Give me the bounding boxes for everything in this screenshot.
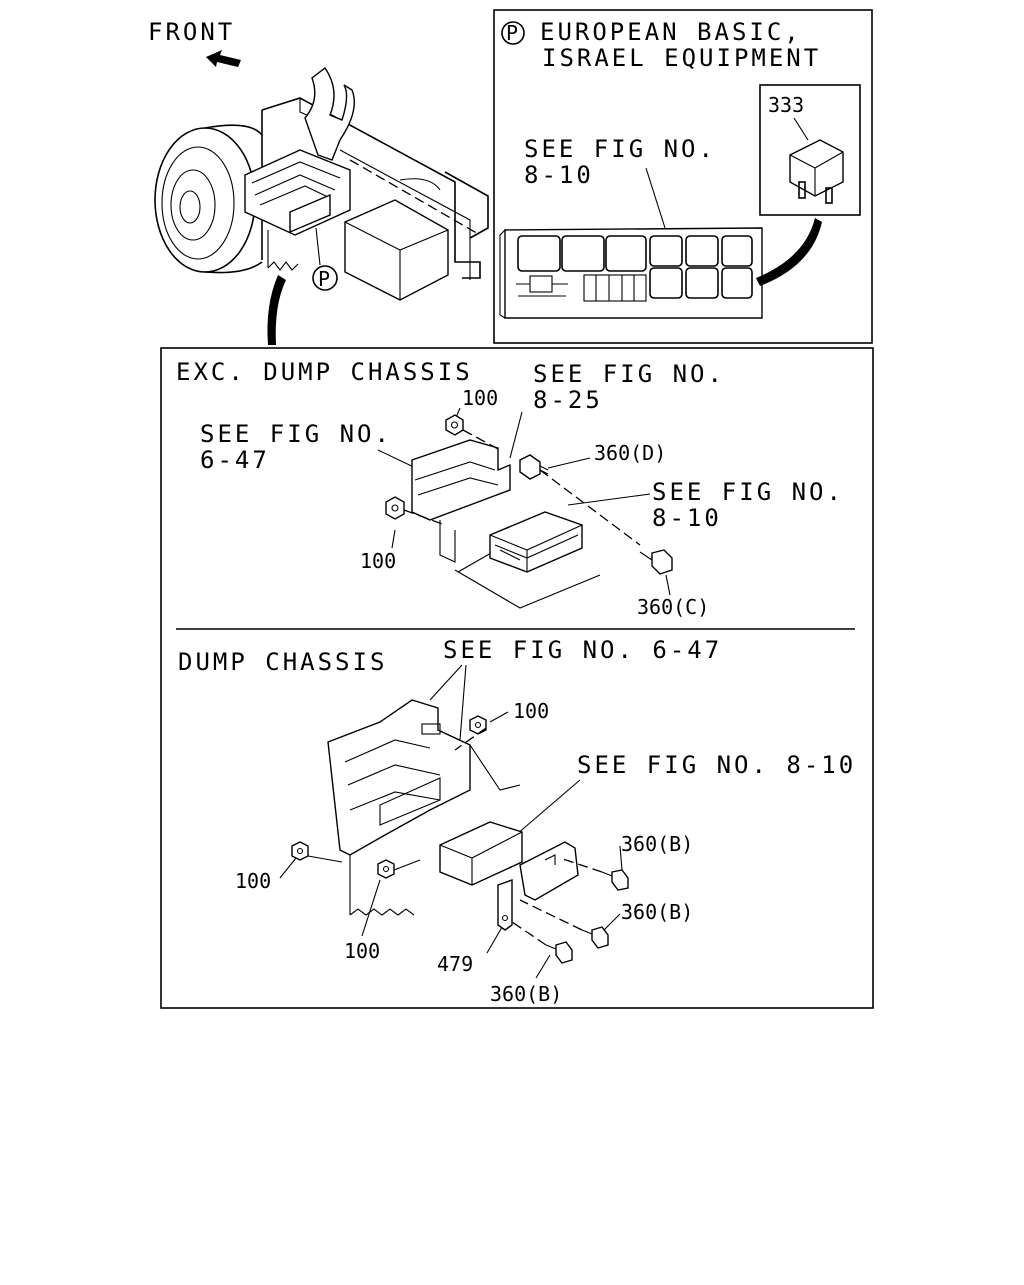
dump-chassis-section: DUMP CHASSIS SEE FIG NO. 6-47 SEE FIG NO… [178,636,856,1006]
relay-icon [789,139,844,204]
bolt-360b-1-label: 360(B) [621,832,693,856]
see-fig-810-exc-line1: SEE FIG NO. [652,478,844,506]
callout-p-letter: P [318,267,330,291]
exc-dump-chassis-section: EXC. DUMP CHASSIS SEE FIG NO. 8-25 SEE F… [176,358,844,619]
nut-100-top-label: 100 [462,386,498,410]
front-label: FRONT [148,18,235,46]
exc-dump-title: EXC. DUMP CHASSIS [176,358,473,386]
dump-side-bracket [519,841,579,901]
relay-333-box [759,84,861,216]
dump-nut-100-top-label: 100 [513,699,549,723]
dump-nut-top-icon [469,715,487,735]
p-marker [501,21,525,45]
callout-p-marker [312,265,338,291]
see-fig-825-line1: SEE FIG NO. [533,360,725,388]
bolt-360b-2-icon [581,926,609,949]
nut-100-left-icon [385,496,405,520]
relay-part-number: 333 [768,93,804,117]
bolt-360c-icon [639,549,673,575]
european-title-line1: EUROPEAN BASIC, [540,18,802,46]
bracket-479-icon [497,879,513,931]
european-title-line2: ISRAEL EQUIPMENT [542,44,821,72]
overview-illustration: FRONT [148,18,489,345]
see-fig-810-exc-line2: 8-10 [652,504,722,532]
exc-relay-box [489,511,583,573]
european-equipment-box: P EUROPEAN BASIC, ISRAEL EQUIPMENT SEE F… [493,9,873,344]
bolt-360c-label: 360(C) [637,595,709,619]
see-fig-810-line1: SEE FIG NO. [524,135,716,163]
bolt-360d-label: 360(D) [594,441,666,465]
dump-nut-bottom-icon [377,859,395,879]
dump-mounting-frame [327,699,521,916]
dump-nut-left-icon [291,841,309,861]
leader-relay-to-panel [756,218,822,286]
leader-to-lower-box [267,275,286,345]
lower-box-frame [160,347,874,1009]
relay-block-panel [499,227,763,319]
bolt-360d-icon [519,454,549,480]
see-fig-647-line2: 6-47 [200,446,270,474]
see-fig-810-dump: SEE FIG NO. 8-10 [577,751,856,779]
nut-100-left-label: 100 [360,549,396,573]
relay-box-in-vehicle [244,149,351,271]
dump-relay-box [439,821,523,886]
front-arrow-icon [206,50,241,67]
dump-title: DUMP CHASSIS [178,648,387,676]
dump-nut-100-bottom-label: 100 [344,939,380,963]
battery-drawing [344,199,449,301]
bolt-360b-2-label: 360(B) [621,900,693,924]
see-fig-825-line2: 8-25 [533,386,603,414]
dump-nut-100-left-label: 100 [235,869,271,893]
bracket-479-label: 479 [437,952,473,976]
see-fig-810-line2: 8-10 [524,161,594,189]
nut-100-top-icon [445,414,464,436]
bolt-360b-3-label: 360(B) [490,982,562,1006]
see-fig-647-line1: SEE FIG NO. [200,420,392,448]
bolt-360b-1-icon [601,869,629,891]
bolt-360b-3-icon [545,941,573,964]
p-marker-letter: P [506,21,518,45]
see-fig-647-dump: SEE FIG NO. 6-47 [443,636,722,664]
